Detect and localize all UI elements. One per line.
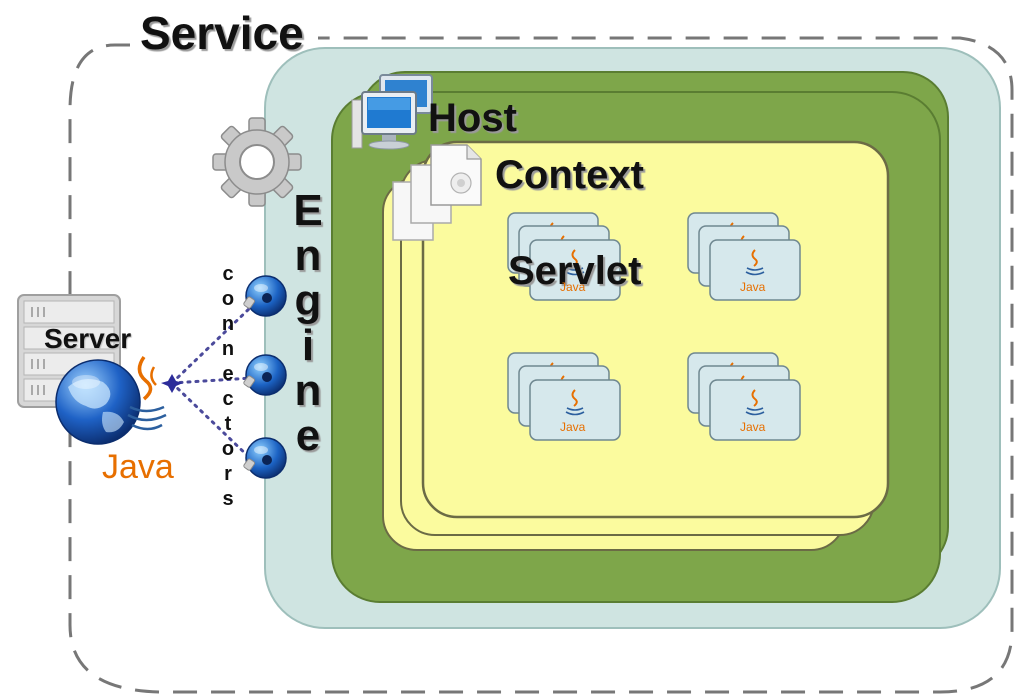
server-label: Server bbox=[44, 323, 132, 354]
connector-lines bbox=[170, 304, 254, 462]
servlet-java-label: Java bbox=[740, 420, 766, 434]
connectors-label-letter: c bbox=[222, 263, 234, 285]
service-label: Service bbox=[140, 7, 304, 59]
engine-label-letter: n bbox=[294, 366, 322, 415]
java-logo-icon bbox=[127, 355, 167, 431]
servlet-java-label: Java bbox=[740, 280, 766, 294]
context-container bbox=[421, 140, 890, 519]
monitor-icon bbox=[351, 91, 417, 150]
java-cup-icon bbox=[565, 389, 585, 416]
connectors-label-letter: o bbox=[221, 288, 235, 310]
connector-endpoint-2 bbox=[243, 354, 287, 396]
connectors-label-letter: r bbox=[224, 463, 232, 485]
gear-icon bbox=[212, 117, 302, 207]
java-cup-icon bbox=[745, 389, 765, 416]
connectors-label-letter: n bbox=[221, 338, 235, 360]
service-boundary bbox=[68, 36, 1014, 694]
java-label: Java bbox=[102, 448, 174, 486]
engine-label-letter: n bbox=[294, 231, 322, 280]
connector-endpoint-3 bbox=[243, 437, 287, 479]
servlet-java-label: Java bbox=[560, 280, 586, 294]
connectors-label-letter: s bbox=[222, 488, 234, 510]
connectors-label-letter: o bbox=[221, 438, 235, 460]
connector-endpoint-1 bbox=[243, 275, 287, 317]
servlet-label: Servlet bbox=[508, 249, 642, 293]
servlet-java-label: Java bbox=[560, 420, 586, 434]
connectors-label-letter: c bbox=[222, 388, 234, 410]
globe-icon bbox=[55, 359, 141, 445]
document-icon bbox=[430, 144, 482, 206]
connectors-label-letter: e bbox=[222, 363, 234, 385]
host-label: Host bbox=[428, 96, 517, 140]
java-cup-icon bbox=[745, 249, 765, 276]
connectors-label-letter: n bbox=[221, 313, 235, 335]
context-label: Context bbox=[495, 153, 644, 197]
java-cup-icon bbox=[565, 249, 585, 276]
engine-label-letter: e bbox=[295, 411, 321, 460]
engine-label-letter: i bbox=[301, 321, 315, 370]
engine-label-letter: E bbox=[293, 186, 323, 235]
connectors-label-letter: t bbox=[224, 413, 232, 435]
engine-label-letter: g bbox=[294, 276, 322, 325]
connector-hub-marker bbox=[161, 374, 183, 393]
